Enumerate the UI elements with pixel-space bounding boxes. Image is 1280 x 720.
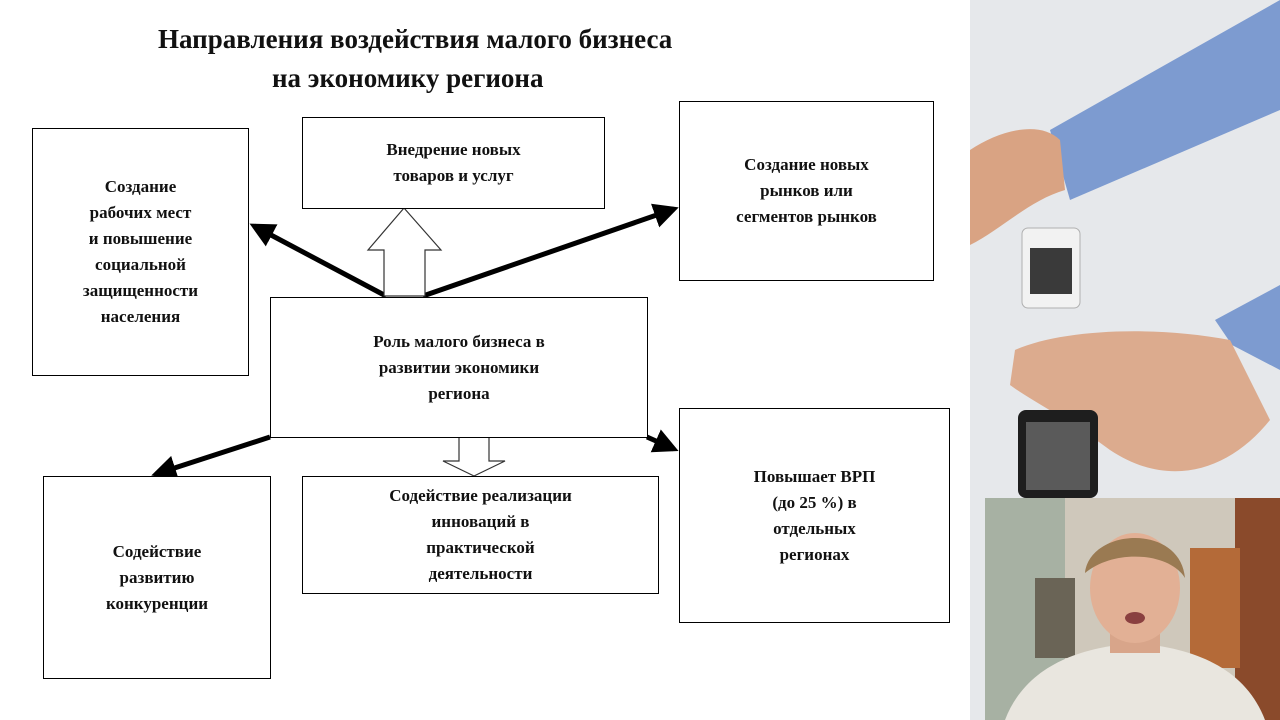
box-products: Внедрение новых товаров и услуг: [302, 117, 605, 209]
arrow-to-jobs: [249, 223, 388, 299]
box-competition: Содействие развитию конкуренции: [43, 476, 271, 679]
presenter-webcam-graphic: [985, 498, 1280, 720]
slide: Направления воздействия малого бизнеса н…: [32, 20, 950, 679]
slide-title: Направления воздействия малого бизнеса н…: [100, 20, 840, 98]
arrow-to-products: [366, 207, 443, 297]
box-grp: Повышает ВРП (до 25 %) в отдельных регио…: [679, 408, 950, 623]
title-line-1: Направления воздействия малого бизнеса: [158, 24, 673, 54]
box-innovation: Содействие реализации инноваций в практи…: [302, 476, 659, 594]
title-line-2: на экономику региона: [272, 63, 544, 93]
box-jobs: Создание рабочих мест и повышение социал…: [32, 128, 249, 376]
arrow-to-markets: [422, 203, 679, 299]
arrow-to-competition: [151, 434, 271, 480]
diagram-arrows: [151, 203, 679, 480]
presenter-webcam: [985, 498, 1280, 720]
arrow-to-innovation: [442, 436, 506, 477]
box-markets: Создание новых рынков или сегментов рынк…: [679, 101, 934, 281]
box-center: Роль малого бизнеса в развитии экономики…: [270, 297, 648, 438]
arrow-to-grp: [645, 429, 679, 453]
